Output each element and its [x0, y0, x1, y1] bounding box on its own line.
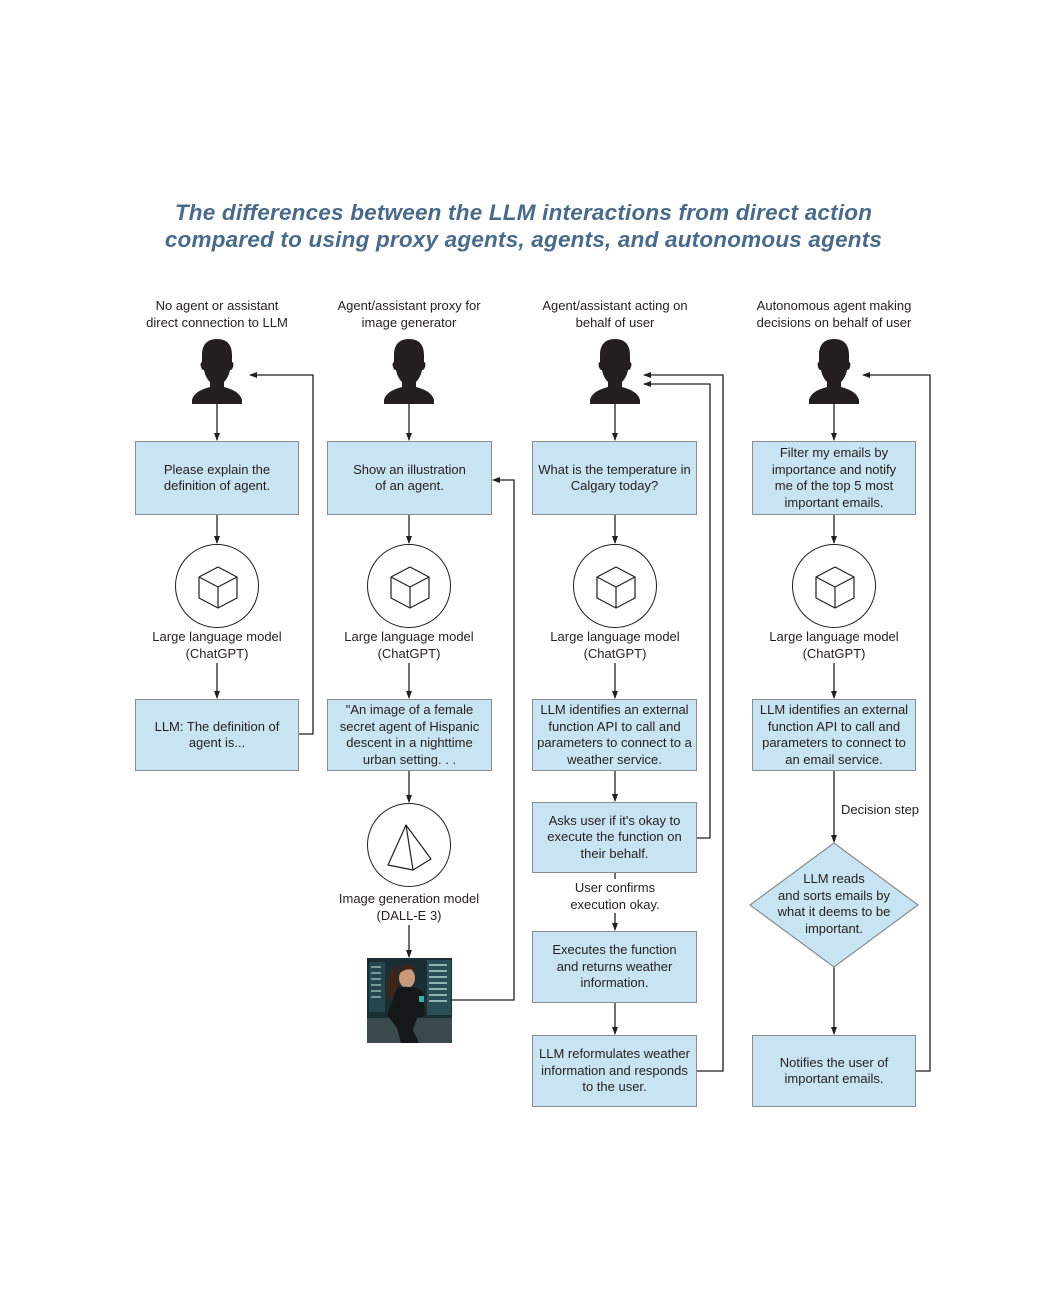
- ask-permission-box: Asks user if it's okay to execute the fu…: [532, 802, 697, 873]
- cube-icon: [390, 566, 430, 609]
- notify-user-box: Notifies the user of important emails.: [752, 1035, 916, 1107]
- decision-text-line: LLM reads: [803, 871, 865, 886]
- column-header-no-agent: No agent or assistant direct connection …: [107, 297, 327, 331]
- llm-label-line: (ChatGPT): [377, 646, 441, 661]
- diagram-title: The differences between the LLM interact…: [0, 199, 1047, 253]
- reformulate-text: LLM reformulates weather information and…: [538, 1046, 690, 1095]
- column-header-line: Autonomous agent making: [756, 298, 912, 313]
- prompt-box-autonomous-agent: Filter my emails by importance and notif…: [752, 441, 916, 515]
- column-header-line: No agent or assistant: [155, 298, 279, 313]
- llm-node-3: [573, 544, 657, 628]
- llm-node-1: [175, 544, 259, 628]
- person-silhouette-icon: [384, 339, 434, 404]
- person-silhouette-icon: [809, 339, 859, 404]
- decision-text-line: what it deems to be: [777, 904, 891, 919]
- column-header-line: direct connection to LLM: [146, 315, 288, 330]
- identify-text: LLM identifies an external function API …: [759, 702, 909, 767]
- prompt-text: Filter my emails by importance and notif…: [771, 445, 897, 510]
- response-box-no-agent: LLM: The definition of agent is...: [135, 699, 299, 771]
- llm-label-1: Large language model (ChatGPT): [137, 628, 297, 662]
- decision-text-line: important.: [805, 920, 863, 936]
- image-model-node: [367, 803, 451, 887]
- person-silhouette-icon: [590, 339, 640, 404]
- identify-text: LLM identifies an external function API …: [537, 702, 692, 767]
- response-text: LLM: The definition of agent is...: [154, 718, 280, 751]
- reformulate-box: LLM reformulates weather information and…: [532, 1035, 697, 1107]
- llm-label-line: (ChatGPT): [185, 646, 249, 661]
- column-header-line: behalf of user: [575, 315, 655, 330]
- column-header-line: Agent/assistant acting on: [542, 298, 688, 313]
- llm-label-line: (ChatGPT): [802, 646, 866, 661]
- proxy-prompt-box: "An image of a female secret agent of Hi…: [327, 699, 492, 771]
- llm-node-2: [367, 544, 451, 628]
- execute-function-text: Executes the function and returns weathe…: [552, 942, 677, 991]
- column-header-agent: Agent/assistant acting on behalf of user: [505, 297, 725, 331]
- prompt-text: Show an illustration of an agent.: [353, 461, 466, 494]
- column-header-proxy-agent: Agent/assistant proxy for image generato…: [299, 297, 519, 331]
- identify-box-email: LLM identifies an external function API …: [752, 699, 916, 771]
- notify-user-text: Notifies the user of important emails.: [779, 1054, 889, 1087]
- title-line-1: The differences between the LLM interact…: [174, 200, 873, 225]
- cube-icon: [198, 566, 238, 609]
- image-model-label-line: (DALL-E 3): [376, 908, 442, 923]
- image-model-label-line: Image generation model: [338, 891, 480, 906]
- prompt-box-proxy-agent: Show an illustration of an agent.: [327, 441, 492, 515]
- pyramid-icon: [387, 824, 432, 871]
- proxy-prompt-text: "An image of a female secret agent of Hi…: [339, 702, 480, 767]
- user-confirms-line: execution okay.: [570, 897, 660, 912]
- llm-label-line: Large language model: [769, 629, 899, 644]
- image-model-label: Image generation model (DALL-E 3): [319, 890, 499, 924]
- prompt-box-no-agent: Please explain the definition of agent.: [135, 441, 299, 515]
- llm-label-3: Large language model (ChatGPT): [535, 628, 695, 662]
- identify-box-weather: LLM identifies an external function API …: [532, 699, 697, 771]
- llm-node-4: [792, 544, 876, 628]
- prompt-text: Please explain the definition of agent.: [163, 461, 271, 494]
- generated-image-female-secret-agent: [367, 958, 452, 1043]
- user-confirms-line: User confirms: [574, 880, 656, 895]
- title-line-2: compared to using proxy agents, agents, …: [164, 227, 883, 252]
- llm-label-4: Large language model (ChatGPT): [754, 628, 914, 662]
- llm-label-line: (ChatGPT): [583, 646, 647, 661]
- llm-label-line: Large language model: [152, 629, 282, 644]
- cube-icon: [596, 566, 636, 609]
- llm-label-line: Large language model: [344, 629, 474, 644]
- prompt-text: What is the temperature in Calgary today…: [538, 461, 691, 494]
- user-confirms-label: User confirms execution okay.: [535, 879, 695, 913]
- ask-permission-text: Asks user if it's okay to execute the fu…: [547, 812, 682, 861]
- column-header-line: Agent/assistant proxy for: [337, 298, 481, 313]
- column-header-line: decisions on behalf of user: [756, 315, 912, 330]
- column-header-line: image generator: [361, 315, 457, 330]
- generated-image: [367, 958, 452, 1043]
- person-silhouette-icon: [192, 339, 242, 404]
- execute-function-box: Executes the function and returns weathe…: [532, 931, 697, 1003]
- decision-text-line: and sorts emails by: [778, 887, 890, 903]
- llm-label-line: Large language model: [550, 629, 680, 644]
- prompt-box-agent: What is the temperature in Calgary today…: [532, 441, 697, 515]
- cube-icon: [815, 566, 855, 609]
- column-header-autonomous-agent: Autonomous agent making decisions on beh…: [724, 297, 944, 331]
- llm-label-2: Large language model (ChatGPT): [329, 628, 489, 662]
- decision-step-label: Decision step: [841, 802, 920, 817]
- decision-text: LLM reads and sorts emails by what it de…: [764, 871, 904, 937]
